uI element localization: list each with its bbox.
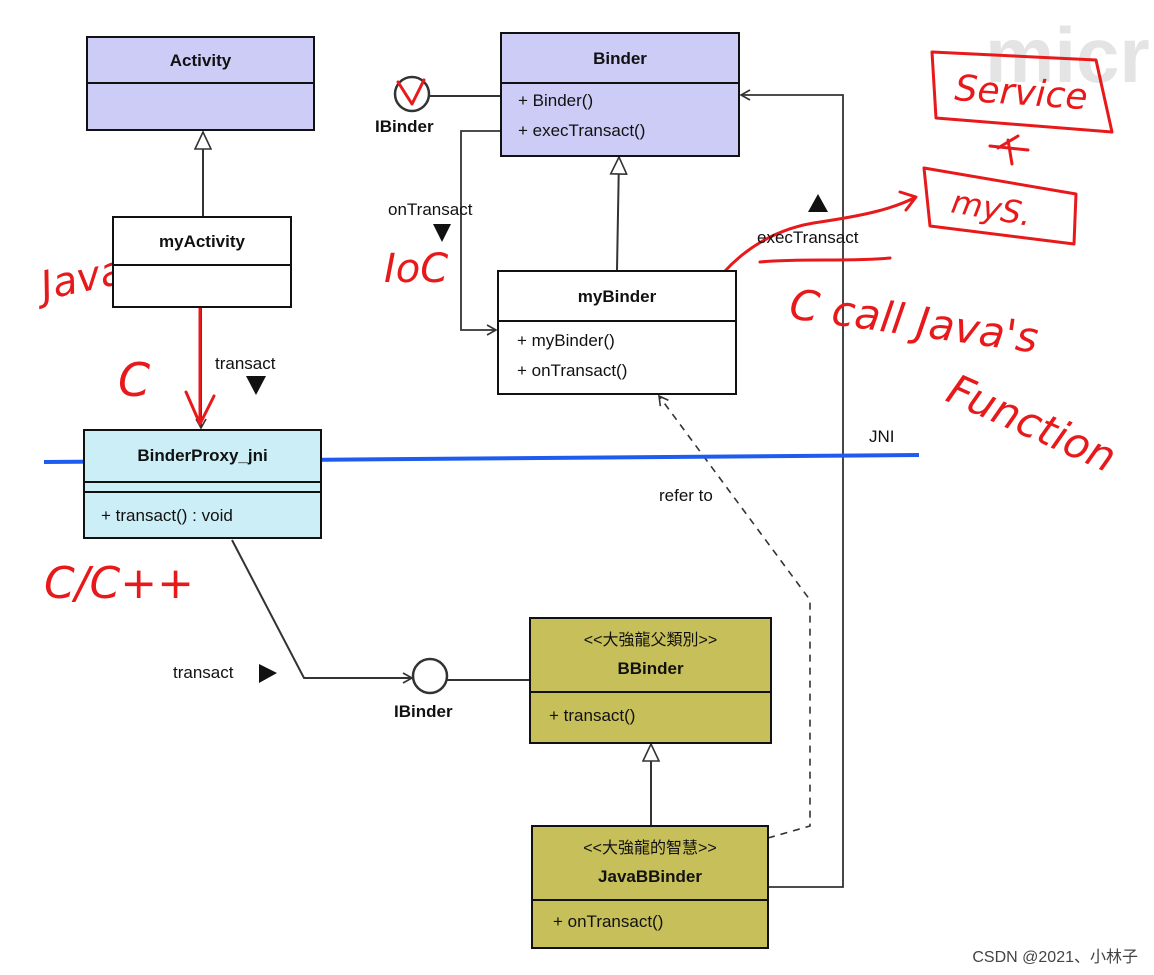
ontransact-direction-icon xyxy=(433,224,451,242)
exectransact-underline xyxy=(758,256,892,264)
ibinder-checkmark-icon xyxy=(396,78,426,106)
footer-credit: CSDN @2021、小林子 xyxy=(972,949,1138,966)
class-binder: Binder + Binder() + execTransact() xyxy=(500,32,740,157)
class-name: myBinder xyxy=(499,272,735,322)
service-arrow-icon xyxy=(988,134,1030,166)
stereotype: <<大強龍父類別>> xyxy=(583,632,718,649)
mys-box xyxy=(922,166,1078,246)
operation: + onTransact() xyxy=(553,912,664,931)
operation: + transact() xyxy=(549,706,636,725)
c-call-java-text: C call Java's xyxy=(787,279,1042,362)
class-name: JavaBBinder xyxy=(598,867,702,886)
inherit-binder-line xyxy=(617,157,619,271)
refer-to-label: refer to xyxy=(659,486,713,505)
class-header: <<大強龍父類別>> BBinder xyxy=(531,619,770,693)
class-name: Binder xyxy=(502,34,738,84)
transact-upper-direction-icon xyxy=(246,376,266,395)
ibinder-bottom-label: IBinder xyxy=(394,702,453,721)
class-name: myActivity xyxy=(114,218,290,266)
c-text: C xyxy=(118,353,150,407)
java-call-down-arrow-icon xyxy=(184,286,216,426)
class-name: BinderProxy_jni xyxy=(137,446,268,465)
ibinder-top-label: IBinder xyxy=(375,117,434,136)
refer-to-line xyxy=(658,394,811,839)
class-name: Activity xyxy=(88,38,313,84)
transact-upper-label: transact xyxy=(215,354,276,373)
class-my-activity: myActivity xyxy=(112,216,292,308)
function-text: Function xyxy=(940,364,1124,482)
jni-label: JNI xyxy=(869,427,895,446)
operation: + execTransact() xyxy=(518,121,646,140)
exectransact-label: execTransact xyxy=(757,228,859,247)
operation: + onTransact() xyxy=(517,361,628,380)
ioc-text: IoC xyxy=(384,246,448,292)
stereotype: <<大強龍的智慧>> xyxy=(583,840,717,857)
class-name: BBinder xyxy=(617,659,684,678)
class-header: <<大強龍的智慧>> JavaBBinder xyxy=(533,827,767,901)
c-cpp-text: C/C++ xyxy=(44,558,194,609)
service-text: Service xyxy=(953,68,1089,118)
transact-to-ibinder-line xyxy=(231,539,414,684)
class-java-bbinder: <<大強龍的智慧>> JavaBBinder + onTransact() xyxy=(531,825,769,949)
ontransact-label: onTransact xyxy=(388,200,473,219)
class-bbinder: <<大強龍父類別>> BBinder + transact() xyxy=(529,617,772,744)
class-activity: Activity xyxy=(86,36,315,131)
exectransact-direction-icon xyxy=(808,194,828,212)
ontransact-line xyxy=(460,130,500,336)
class-my-binder: myBinder + myBinder() + onTransact() xyxy=(497,270,737,395)
operation: + transact() : void xyxy=(101,506,233,525)
mys-text: myS. xyxy=(949,182,1035,233)
transact-lower-label: transact xyxy=(173,663,234,682)
class-binder-proxy-jni: BinderProxy_jni + transact() : void xyxy=(83,429,322,539)
service-box xyxy=(930,50,1114,134)
transact-lower-direction-icon xyxy=(259,664,277,683)
operation: + myBinder() xyxy=(517,331,615,350)
operation: + Binder() xyxy=(518,91,594,110)
exectransact-line xyxy=(739,89,844,888)
ibinder-bottom-lollipop-icon xyxy=(411,657,449,695)
